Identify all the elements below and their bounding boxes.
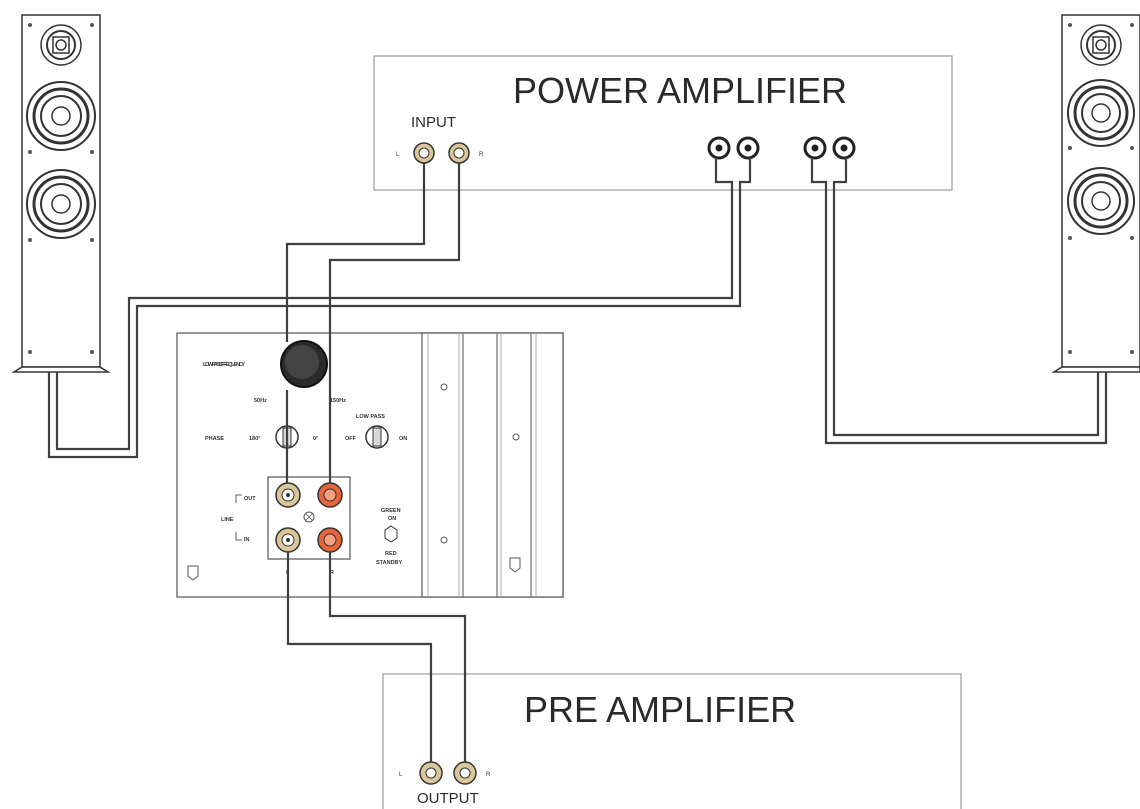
right-speaker <box>1051 14 1140 373</box>
pre-output-right-jack-icon <box>453 761 477 785</box>
power-amplifier: POWER AMPLIFIER INPUT L R <box>373 55 953 191</box>
pre-amplifier-left-mark: L <box>399 772 403 778</box>
pre-amplifier-output-label: OUTPUT <box>417 790 479 807</box>
power-amplifier-left-mark: L <box>396 152 400 158</box>
right-speaker-woofer-icon <box>1067 79 1135 147</box>
line-in-left-jack-icon[interactable] <box>275 527 301 553</box>
freq-max-label: 150Hz <box>330 398 346 404</box>
freq-min-label: 50Hz <box>254 398 267 404</box>
power-amplifier-input-label: INPUT <box>411 114 456 131</box>
line-in-label: IN <box>244 537 250 543</box>
cable-right-speaker <box>810 158 1108 445</box>
power-amplifier-title: POWER AMPLIFIER <box>513 70 847 111</box>
line-in-right-jack-icon[interactable] <box>317 527 343 553</box>
low-pass-frequency-label: LOW PASS FREQUENCY <box>203 362 245 368</box>
speaker-terminal-right-icon <box>803 136 856 160</box>
right-speaker-woofer-icon <box>1067 167 1135 235</box>
power-input-left-jack-icon <box>413 142 435 164</box>
low-pass-on-label: ON <box>399 436 407 442</box>
line-out-label: OUT <box>244 496 256 502</box>
left-speaker-tweeter-icon <box>40 24 82 66</box>
right-speaker-tweeter-icon <box>1080 24 1122 66</box>
led-red-label: RED <box>385 551 397 557</box>
line-label: LINE <box>221 517 234 523</box>
left-speaker <box>11 14 111 373</box>
left-speaker-woofer-icon <box>26 169 96 239</box>
cable-power-input-right <box>328 163 461 483</box>
cable-pre-output-right <box>328 552 467 762</box>
led-red-state: STANDBY <box>376 560 403 566</box>
led-indicator-icon <box>384 525 398 543</box>
low-pass-frequency-knob-icon[interactable] <box>280 340 328 388</box>
line-out-left-jack-icon[interactable] <box>275 482 301 508</box>
led-green-state: ON <box>388 516 396 522</box>
pre-amplifier: PRE AMPLIFIER L R OUTPUT <box>382 673 962 809</box>
led-green-label: GREEN <box>381 508 401 514</box>
cable-pre-output-left <box>286 552 433 762</box>
cables <box>47 158 1108 762</box>
center-screw-icon <box>303 511 315 523</box>
pre-output-left-jack-icon <box>419 761 443 785</box>
phase-180-label: 180° <box>249 436 260 442</box>
pre-amplifier-right-mark: R <box>486 772 491 778</box>
panel-right-mark: R <box>330 570 334 576</box>
phase-0-label: 0° <box>313 436 318 442</box>
power-input-right-jack-icon <box>448 142 470 164</box>
pre-amplifier-title: PRE AMPLIFIER <box>524 689 796 730</box>
low-pass-off-label: OFF <box>345 436 357 442</box>
left-speaker-woofer-icon <box>26 81 96 151</box>
power-amplifier-right-mark: R <box>479 152 484 158</box>
low-pass-switch-icon[interactable] <box>365 425 389 449</box>
cable-power-input-left <box>285 163 426 342</box>
phase-label: PHASE <box>205 436 224 442</box>
speaker-terminal-left-icon <box>707 136 760 160</box>
line-out-right-jack-icon[interactable] <box>317 482 343 508</box>
low-pass-label: LOW PASS <box>356 414 385 420</box>
cable-left-speaker <box>55 158 734 451</box>
subwoofer-panel: LOW PASS FREQUENCY 50Hz 150Hz PHASE 180°… <box>176 332 564 598</box>
